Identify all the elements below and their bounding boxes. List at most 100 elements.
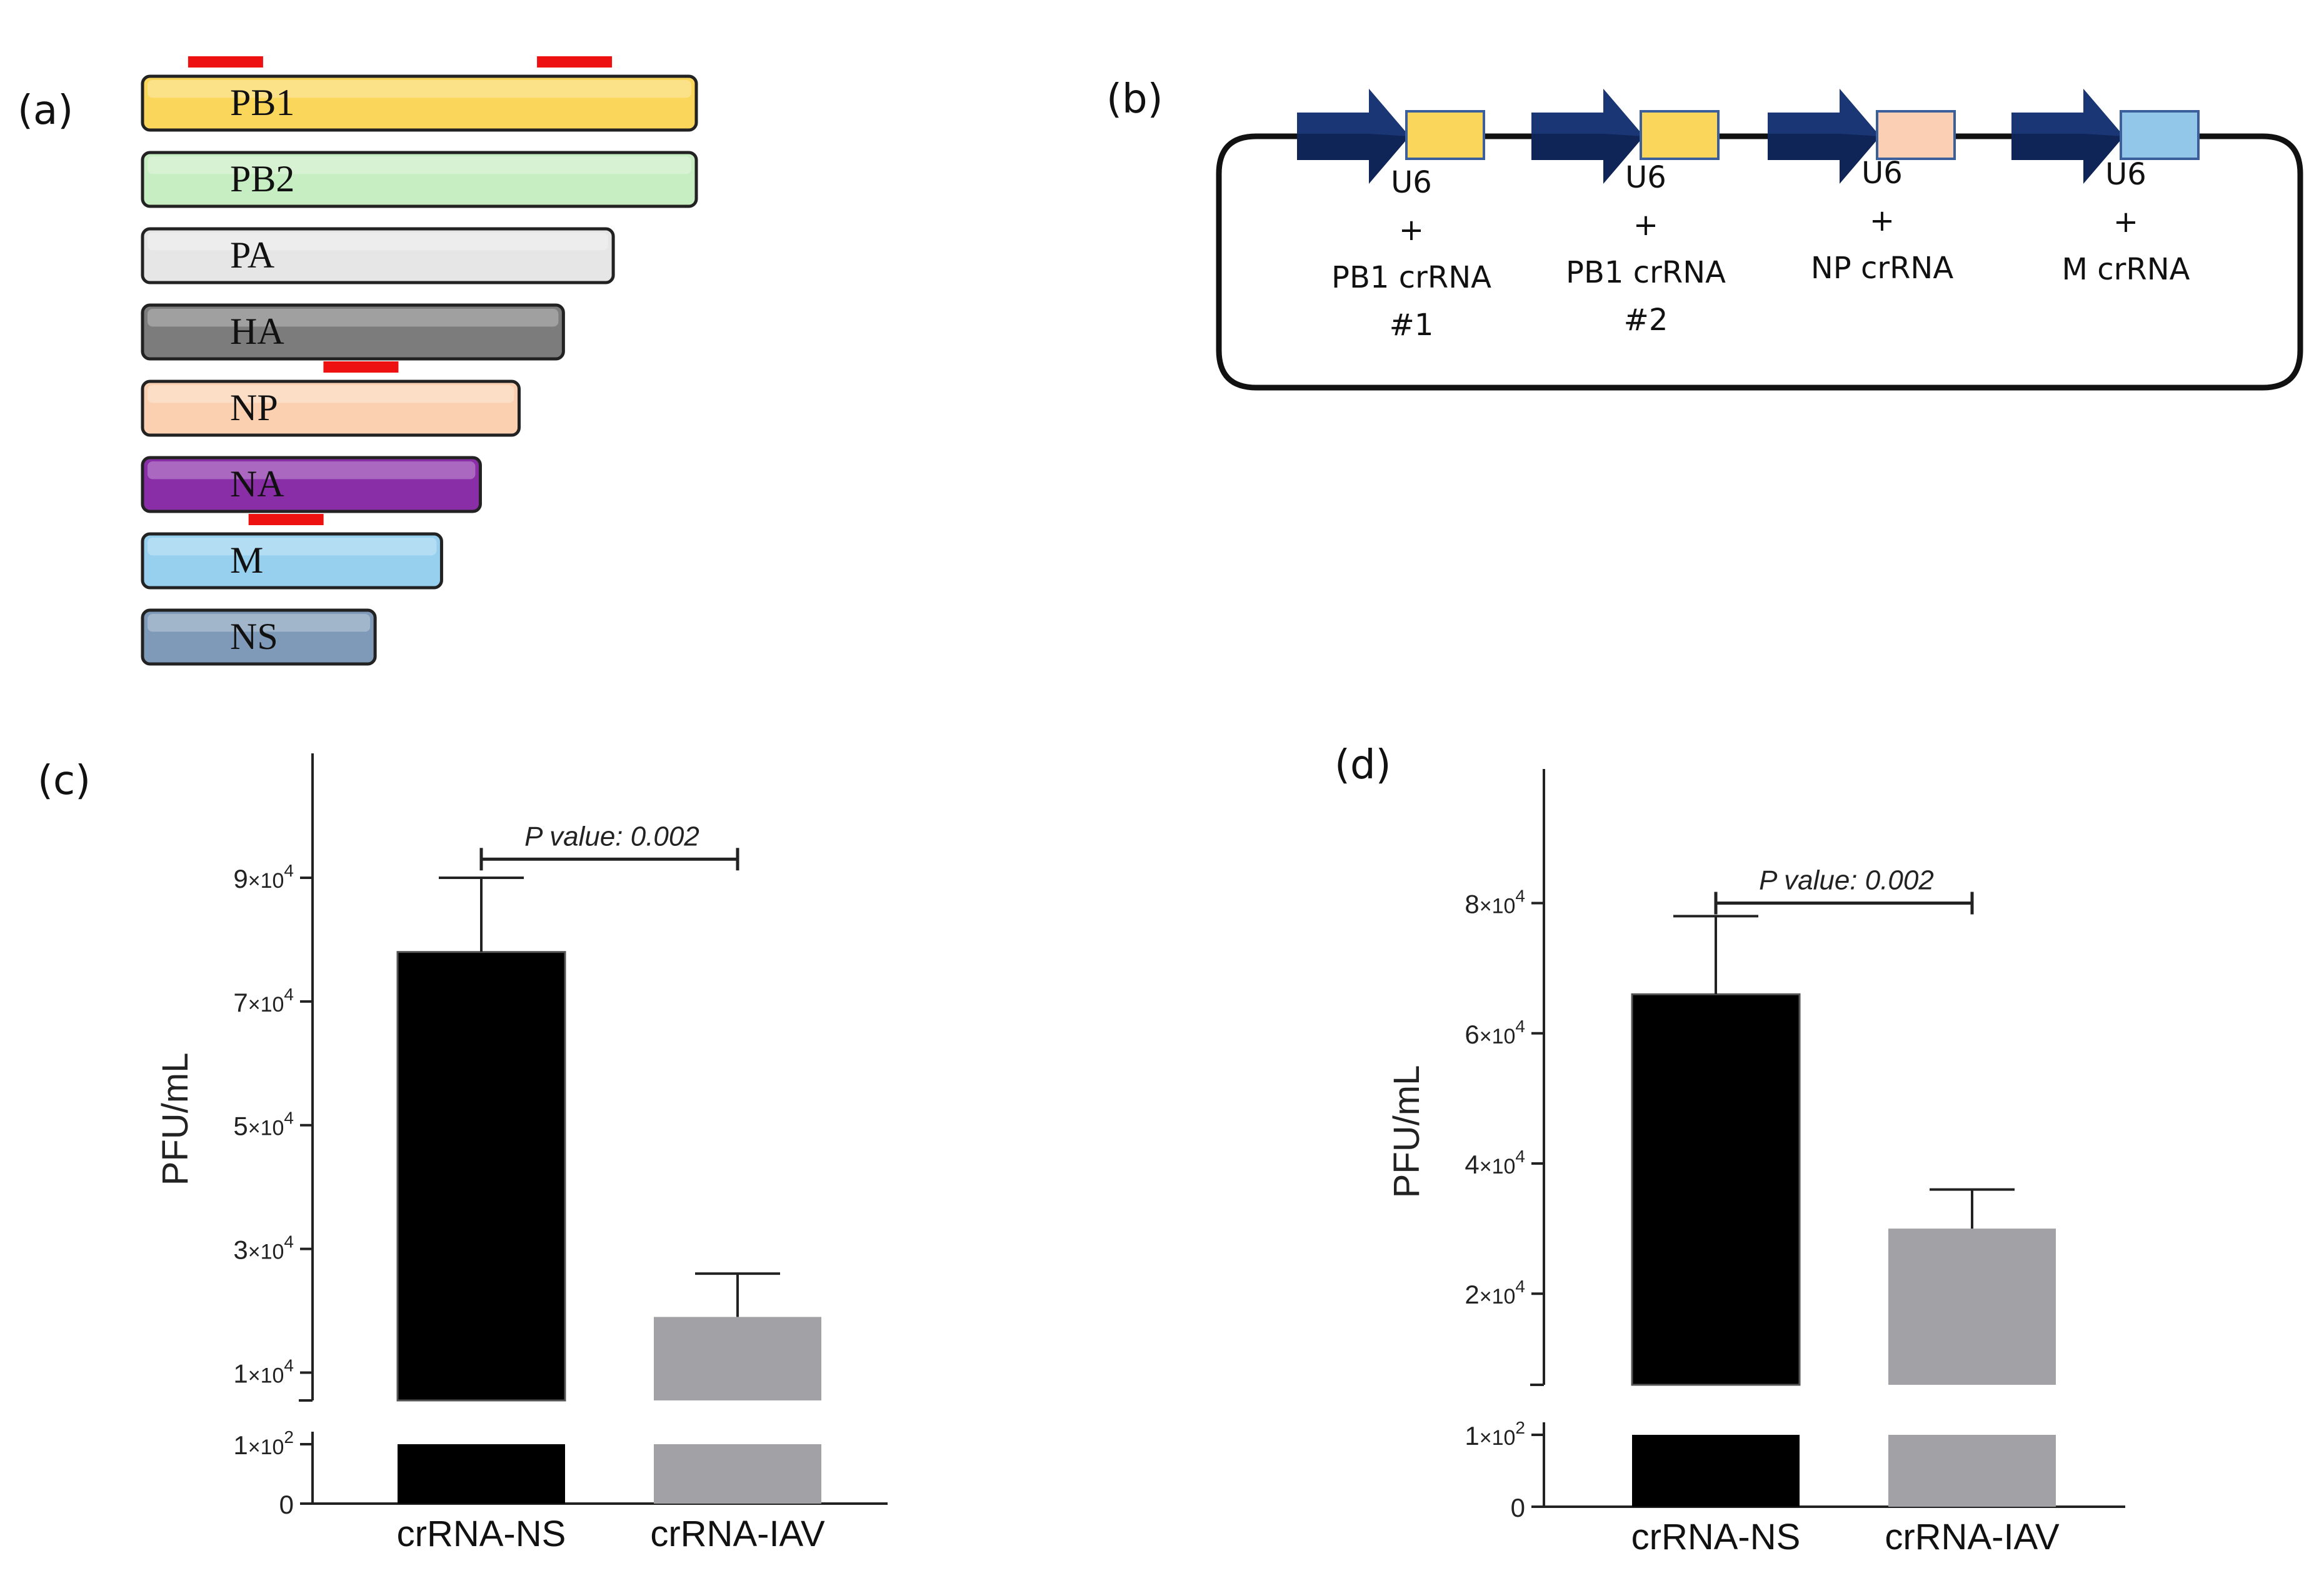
crrna-box [1876,110,1956,160]
y-tick-label: 5×104 [233,1108,294,1141]
y-tick-label: 0 [279,1490,294,1519]
segment-highlight [148,614,371,632]
tick-exponent: 2 [1515,1418,1525,1437]
cassette-label-line: + [2113,204,2138,239]
cassette-label-line: #2 [1624,303,1668,338]
segment-highlight [148,461,476,480]
tick-mantissa: 4 [1465,1150,1479,1179]
segment-highlight [148,538,437,556]
cassette-label-line: PB1 crRNA [1331,260,1491,295]
tick-times: ×10 [248,1240,284,1264]
tick-times: ×10 [248,993,284,1017]
y-axis-label: PFU/mL [155,1053,196,1186]
y-tick-label: 8×104 [1465,887,1525,919]
segment-np: NP [141,361,521,437]
tick-times: ×10 [1480,1426,1516,1450]
y-tick-label: 0 [1511,1493,1525,1522]
segment-label: NP [230,387,278,428]
y-tick-label: 6×104 [1465,1017,1525,1049]
tick-mantissa: 2 [1465,1280,1479,1309]
segment-label: PB2 [230,158,294,199]
panel-d-label: (d) [1335,742,1391,788]
bar-upper-crrna-ns [1631,993,1801,1386]
panel-c-label: (c) [38,758,91,804]
cassette-label-line: + [1399,213,1424,248]
segment-pb2: PB2 [141,151,698,208]
y-tick-label: 9×104 [233,861,294,893]
cassette-label-line: U6 [1625,160,1666,195]
cassette-label-line: #1 [1390,308,1434,343]
y-tick-label: 3×104 [233,1232,294,1265]
segment-bar [141,456,482,513]
x-category-label: crRNA-NS [397,1514,566,1554]
tick-exponent: 4 [284,1108,294,1128]
tick-times: ×10 [1480,895,1516,918]
y-tick-label: 2×104 [1465,1277,1525,1309]
segment-label: M [230,540,263,581]
tick-exponent: 4 [284,1355,294,1375]
tick-mantissa: 5 [233,1112,248,1141]
crrna-target-mark [188,56,263,68]
bar-lower-crrna-iav [654,1444,821,1504]
cassette-list: U6+PB1 crRNA#1U6+PB1 crRNA#2U6+NP crRNAU… [1297,89,2200,343]
tick-exponent: 4 [1515,1017,1525,1036]
segment-ha: HA [141,303,565,361]
tick-mantissa: 9 [233,864,248,893]
segment-highlight [148,80,691,98]
y-tick-label: 7×104 [233,985,294,1017]
tick-mantissa: 7 [233,988,248,1017]
tick-mantissa: 1 [1465,1421,1479,1450]
cassette-label-line: M crRNA [2062,252,2190,287]
panel-d-bar-chart: (d) 2×1044×1046×1048×10401×102PFU/mLcrRN… [1335,742,2125,1557]
segment-bar [141,608,377,666]
x-category-label: crRNA-IAV [1885,1517,2060,1557]
bar-lower-crrna-ns [398,1444,565,1504]
p-value-annotation: P value: 0.002 [1759,865,1934,896]
cassette-2: U6+PB1 crRNA#2 [1531,89,1726,338]
segment-highlight [148,385,514,403]
arrow-shade [1531,89,1644,136]
segment-highlight [148,156,691,174]
segment-bar [141,303,565,361]
tick-mantissa: 1 [233,1430,248,1460]
crrna-box [2120,110,2200,160]
cassette-label-line: U6 [2105,157,2146,192]
segment-label: NA [230,463,284,505]
p-value-annotation: P value: 0.002 [524,821,699,852]
segment-label: HA [230,311,284,352]
bar-lower-crrna-ns [1632,1435,1800,1507]
y-tick-label: 4×104 [1465,1147,1525,1179]
cassette-3: U6+NP crRNA [1768,89,1956,286]
crrna-box [1405,110,1485,160]
tick-exponent: 4 [284,1232,294,1252]
tick-exponent: 4 [284,985,294,1004]
cassette-label-line: + [1633,208,1658,243]
x-category-label: crRNA-IAV [650,1514,825,1554]
tick-mantissa: 8 [1465,890,1479,919]
tick-times: ×10 [248,1364,284,1387]
arrow-shade [1768,89,1880,136]
segment-label: PB1 [230,82,294,123]
segment-bar [141,532,443,590]
arrow-shade [1297,89,1410,136]
arrow-shade [2011,89,2124,136]
tick-exponent: 4 [1515,1147,1525,1166]
tick-times: ×10 [1480,1285,1516,1309]
bar-upper-crrna-iav [1888,1229,2056,1385]
tick-times: ×10 [248,869,284,893]
cassette-1: U6+PB1 crRNA#1 [1297,89,1491,343]
bar-upper-crrna-iav [654,1317,821,1400]
tick-exponent: 4 [1515,887,1525,906]
panel-a-label: (a) [18,88,73,134]
tick-mantissa: 0 [1511,1493,1525,1522]
segment-highlight [148,309,559,327]
panel-c-bar-chart: (c) 1×1043×1045×1047×1049×10401×102PFU/m… [38,753,888,1554]
y-tick-label: 1×102 [233,1427,294,1460]
crrna-box [1640,110,1720,160]
cassette-4: U6 + M crRNA [2011,89,2200,287]
cassette-label-line: + [1870,203,1895,238]
segment-highlight [148,233,609,251]
